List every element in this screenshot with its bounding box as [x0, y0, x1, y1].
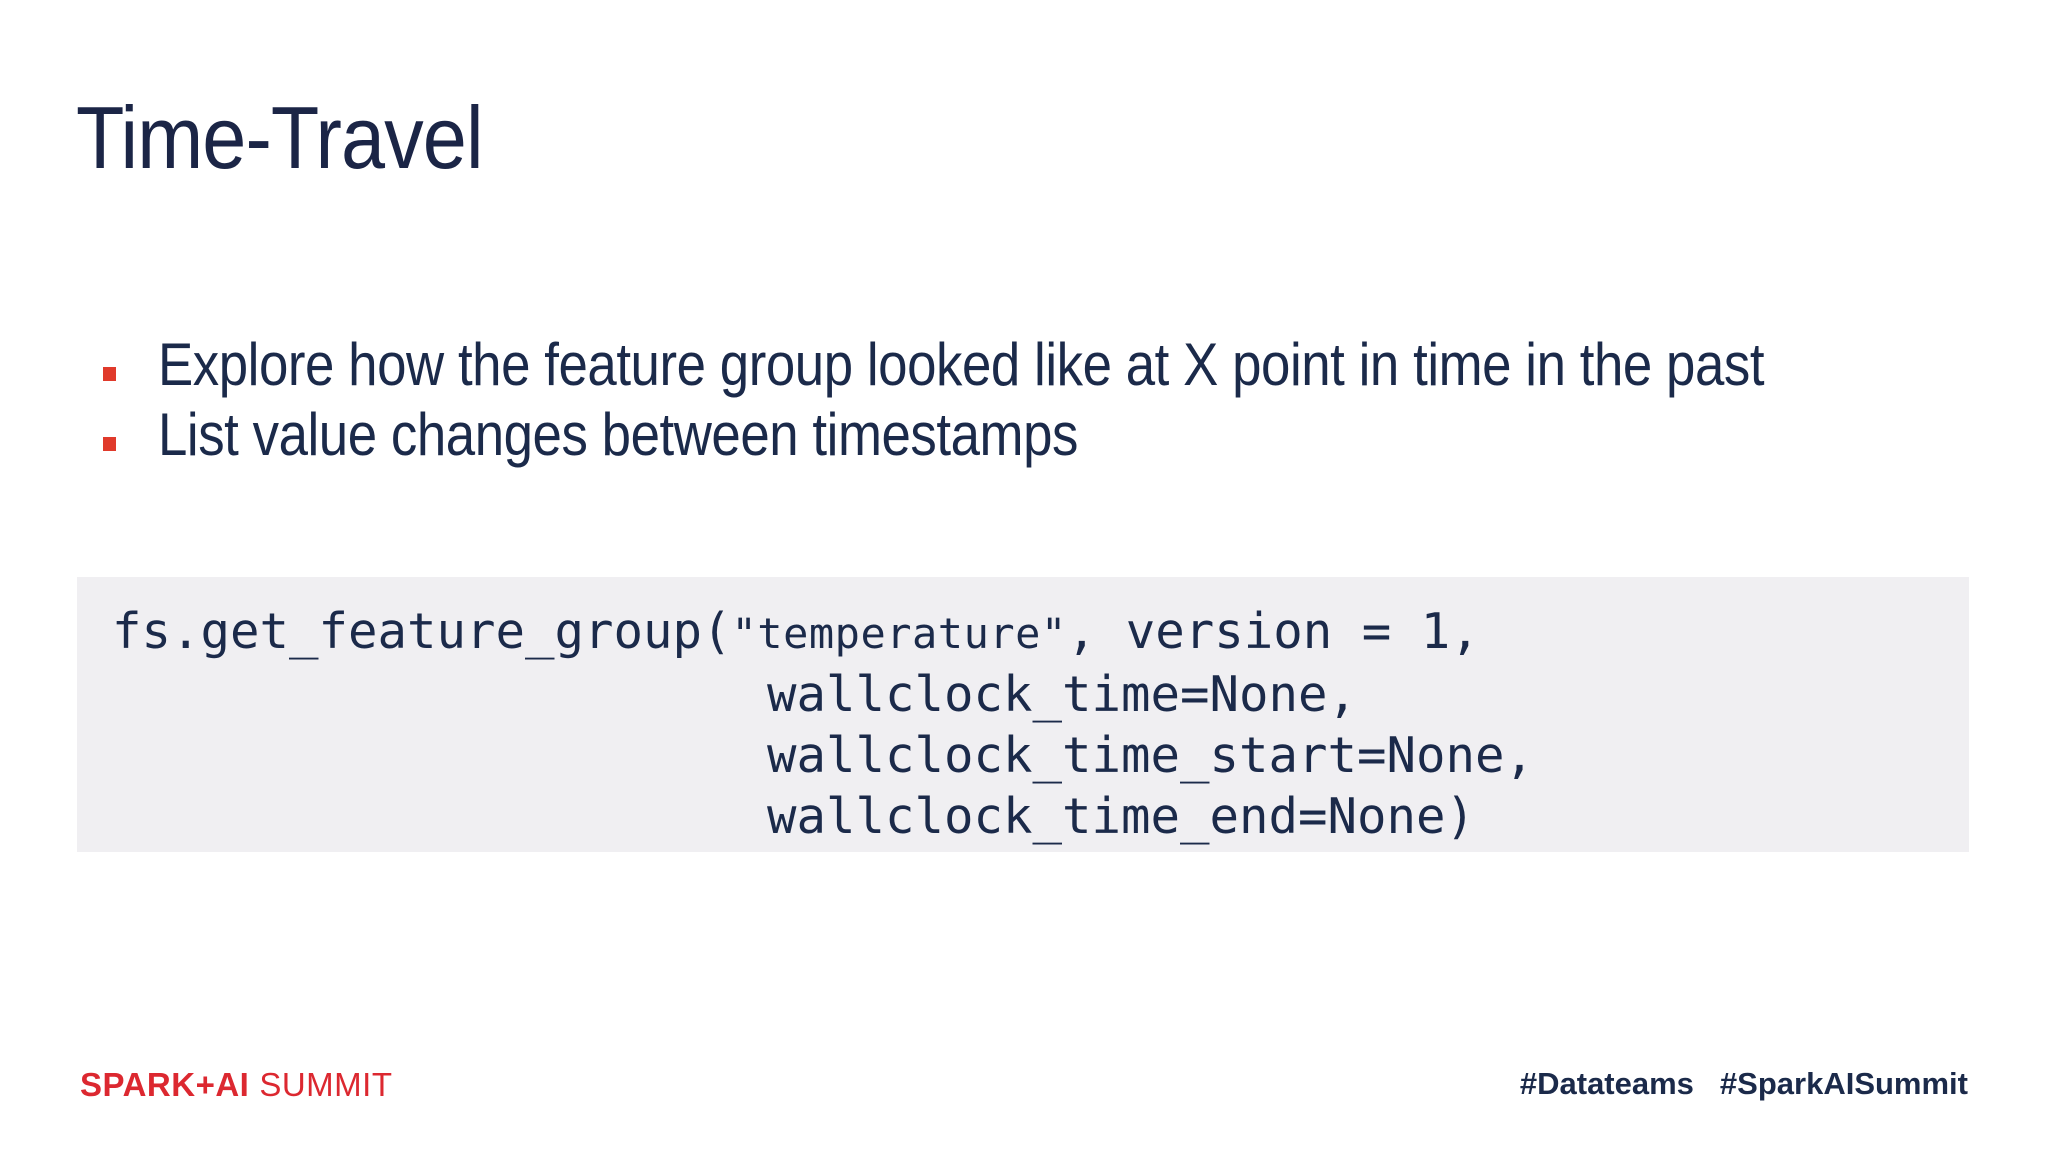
logo-brand-text: SPARK+AI — [80, 1066, 250, 1103]
page-title: Time-Travel — [76, 88, 484, 187]
footer-hashtags: #Datateams #SparkAISummit — [1520, 1066, 1968, 1102]
bullet-square-icon — [103, 367, 116, 381]
code-block: fs.get_feature_group("temperature", vers… — [77, 577, 1969, 852]
code-line-4: wallclock_time_end=None) — [767, 788, 1476, 845]
list-item: List value changes between timestamps — [103, 400, 1983, 470]
code-args: , version = 1, — [1066, 603, 1480, 660]
bullet-text: List value changes between timestamps — [158, 401, 1078, 468]
code-line-2: wallclock_time=None, — [767, 666, 1358, 723]
bullet-text: Explore how the feature group looked lik… — [158, 331, 1765, 398]
hashtag-sparkaisummit: #SparkAISummit — [1719, 1066, 1968, 1101]
bullet-list: Explore how the feature group looked lik… — [103, 330, 1983, 470]
bullet-square-icon — [103, 437, 116, 451]
code-string-literal: "temperature" — [731, 609, 1067, 658]
code-line-3: wallclock_time_start=None, — [767, 727, 1535, 784]
hashtag-datateams: #Datateams — [1519, 1066, 1694, 1101]
logo-event-text: SUMMIT — [259, 1066, 393, 1103]
code-call: fs.get_feature_group( — [112, 603, 732, 660]
code-line-1: fs.get_feature_group("temperature", vers… — [112, 601, 1969, 664]
list-item: Explore how the feature group looked lik… — [103, 330, 1983, 400]
